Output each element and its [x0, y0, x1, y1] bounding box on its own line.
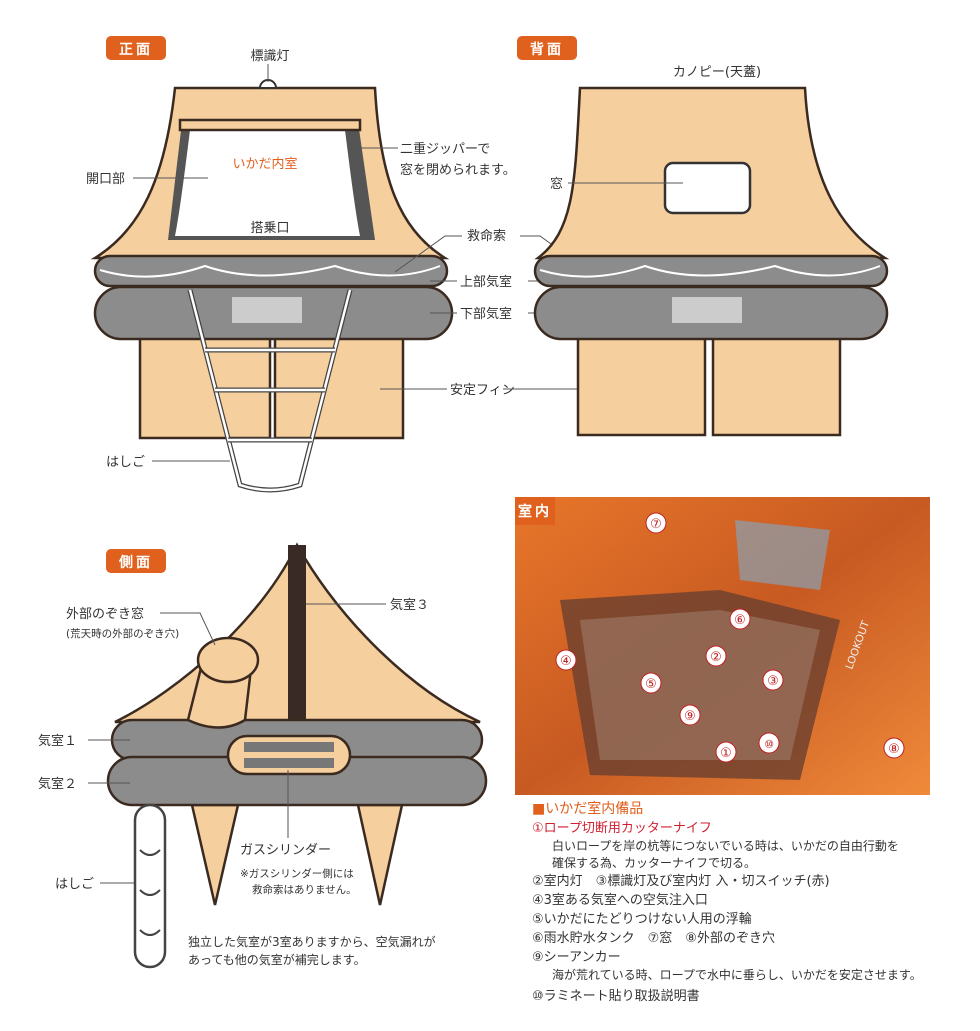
label-ladder: はしご — [106, 454, 145, 470]
legend-item-5: ⑤いかだにたどりつけない人用の浮輪 — [532, 912, 752, 927]
side-badge-label: 側面 — [118, 554, 153, 571]
label-plate — [232, 297, 302, 323]
legend-item-1-desc-2: 確保する為、カッターナイフで切る。 — [552, 856, 757, 870]
marker-3: ③ — [767, 674, 779, 689]
label-lower-tube: 下部気室 — [460, 306, 512, 322]
marker-1: ① — [720, 746, 732, 761]
marker-7: ⑦ — [650, 517, 662, 532]
label-chamber-1: 気室１ — [38, 733, 77, 749]
label-window: 窓 — [550, 176, 563, 192]
marker-8: ⑧ — [888, 742, 900, 757]
beacon-light — [258, 79, 278, 89]
label-peep-window: 外部のぞき窓 — [66, 606, 144, 622]
side-ladder — [133, 803, 167, 969]
label-interior: いかだ内室 — [232, 156, 297, 172]
gas-cylinder-housing — [226, 734, 352, 776]
interior-badge-label: 室内 — [518, 503, 552, 520]
legend-item-1: ①ロープ切断用カッターナイフ — [532, 821, 712, 836]
equipment-legend: ■いかだ室内備品 ①ロープ切断用カッターナイフ 白いロープを岸の杭等につないでい… — [532, 800, 972, 1006]
legend-item-9: ⑨シーアンカー — [532, 950, 621, 965]
legend-item-2-3: ②室内灯 ③標識灯及び室内灯 入・切スイッチ(赤) — [532, 874, 830, 889]
label-canopy: カノピー(天蓋) — [673, 65, 761, 80]
label-fin: 安定フィン — [450, 383, 515, 398]
label-beacon: 標識灯 — [250, 49, 289, 64]
legend-item-1-desc-1: 白いロープを岸の杭等につないでいる時は、いかだの自由行動を — [552, 839, 899, 853]
legend-item-4: ④3室ある気室への空気注入口 — [532, 893, 708, 908]
interior-photo: 室内 LOOKOUT ① ② ③ ④ ⑤ ⑥ ⑦ ⑧ ⑨ ⑩ — [515, 497, 930, 795]
label-boarding: 搭乗口 — [250, 220, 289, 236]
back-badge-label: 背面 — [530, 41, 564, 58]
label-upper-tube: 上部気室 — [460, 274, 512, 290]
marker-2: ② — [710, 650, 722, 665]
legend-item-6-7-8: ⑥雨水貯水タンク ⑦窓 ⑧外部のぞき穴 — [532, 931, 775, 946]
lifeline — [99, 264, 441, 278]
boarding-opening — [175, 130, 360, 236]
front-view: 正面 標識灯 いかだ内室 開口部 二重ジッパーで 窓を閉められます。 搭乗口 救… — [86, 36, 600, 493]
label-gas-note-1: ※ガスシリンダー側には — [240, 867, 354, 880]
label-lifeline: 救命索 — [467, 228, 506, 244]
marker-10: ⑩ — [764, 738, 774, 751]
label-side-ladder: はしご — [55, 876, 94, 892]
legend-item-9-desc: 海が荒れている時、ロープで水中に垂らし、いかだを安定させます。 — [552, 968, 922, 982]
marker-4: ④ — [560, 654, 572, 669]
front-badge — [106, 36, 166, 60]
back-window — [663, 161, 752, 215]
side-view: 側面 外部のぞき窓 (荒天時の外部のぞき穴) 気室３ 気室１ 気室２ ガスシリン… — [38, 542, 488, 969]
marker-6: ⑥ — [734, 613, 746, 628]
label-peep-note: (荒天時の外部のぞき穴) — [66, 627, 179, 640]
legend-title: ■いかだ室内備品 — [532, 801, 644, 817]
label-zipper-1: 二重ジッパーで — [400, 141, 490, 157]
side-note-2: あっても他の気室が補完します。 — [188, 952, 366, 967]
marker-9: ⑨ — [684, 709, 696, 724]
label-chamber-2: 気室２ — [38, 776, 77, 792]
chamber-3 — [288, 545, 306, 723]
front-badge-label: 正面 — [119, 42, 153, 58]
label-gas-cylinder: ガスシリンダー — [240, 843, 331, 858]
label-chamber-3: 気室３ — [390, 597, 429, 613]
upper-tube — [93, 254, 449, 288]
label-opening: 開口部 — [86, 172, 125, 187]
marker-5: ⑤ — [645, 677, 657, 692]
back-view: 背面 カノピー(天蓋) 窓 — [517, 36, 890, 437]
side-note-1: 独立した気室が3室ありますから、空気漏れが — [188, 934, 436, 949]
legend-item-10: ⑩ラミネート貼り取扱説明書 — [532, 989, 700, 1004]
label-gas-note-2: 救命索はありません。 — [252, 883, 357, 896]
label-zipper-2: 窓を閉められます。 — [400, 162, 516, 178]
